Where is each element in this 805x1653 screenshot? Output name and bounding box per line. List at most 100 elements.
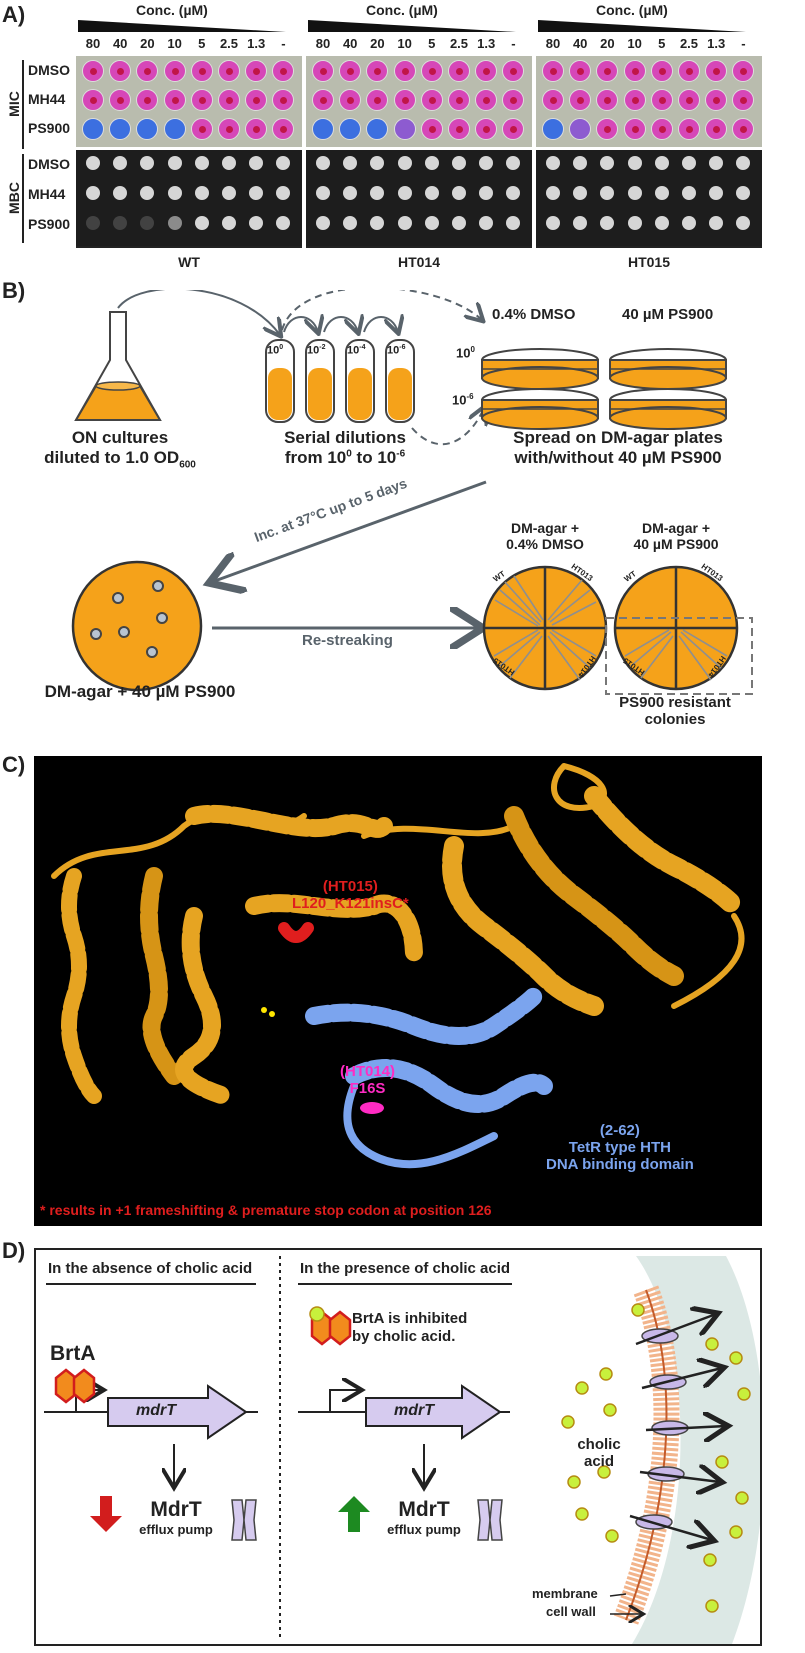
- protein-right-name: MdrT: [398, 1498, 450, 1521]
- mic-well: [502, 60, 525, 82]
- conc-label: 1.3: [247, 36, 266, 51]
- mbc-spot: [397, 186, 412, 200]
- down-arrow-icon: [90, 1496, 122, 1532]
- mic-well-spot: [253, 68, 261, 75]
- mbc-spot: [167, 216, 182, 230]
- mbc-row-label: MH44: [28, 186, 66, 202]
- mic-well: [650, 118, 673, 140]
- mic-well-spot: [280, 68, 288, 75]
- mic-well-spot: [253, 126, 261, 133]
- mic-well-spot: [604, 97, 612, 104]
- mbc-spot: [370, 186, 385, 200]
- mic-well: [678, 89, 700, 111]
- mbc-spot: [113, 156, 128, 170]
- mic-well: [272, 118, 295, 140]
- conc-label: 80: [85, 36, 101, 51]
- mic-well: [678, 60, 700, 82]
- conc-label: 10: [397, 36, 412, 51]
- tube-label-0: 100: [267, 344, 284, 357]
- mic-well: [475, 89, 498, 111]
- dilution-caption: Serial dilutions from 100 to 10-6: [250, 428, 440, 468]
- mic-well: [732, 89, 755, 111]
- conc-label: 2.5: [449, 36, 469, 51]
- mic-well-spot: [198, 97, 206, 104]
- mic-well: [339, 89, 362, 111]
- conc-label: 5: [198, 36, 206, 51]
- mbc-spot: [424, 186, 439, 200]
- mbc-spot: [654, 156, 669, 170]
- mic-well: [312, 89, 334, 111]
- mbc-plate: [76, 150, 302, 246]
- mbc-spot: [682, 186, 696, 200]
- mbc-spot: [506, 216, 521, 230]
- flask-icon: [74, 311, 162, 421]
- conc-label: 80: [315, 36, 331, 51]
- mic-well-spot: [374, 68, 382, 75]
- mic-well-spot: [658, 68, 666, 75]
- mbc-spot: [709, 186, 724, 200]
- strain-label: HT014: [397, 254, 441, 270]
- mic-well: [163, 89, 186, 111]
- mbc-spot: [654, 216, 669, 230]
- mic-well: [109, 60, 132, 82]
- colony-plate: [71, 560, 203, 692]
- mic-well-spot: [171, 97, 179, 104]
- pump-icon-right: [477, 1499, 503, 1541]
- mic-well: [245, 89, 268, 111]
- mic-well-spot: [713, 126, 721, 133]
- mic-well-spot: [374, 97, 382, 104]
- plate-head-ps900: 40 µM PS900: [622, 306, 714, 323]
- mic-well: [366, 118, 389, 140]
- concentration-wedge-icon: [78, 20, 286, 32]
- mic-well-spot: [713, 97, 721, 104]
- mbc-spot: [709, 216, 724, 230]
- protein-right-pump: efflux pump: [387, 1522, 461, 1537]
- mic-well: [136, 118, 159, 140]
- mbc-spot: [452, 216, 466, 230]
- up-arrow-icon: [338, 1496, 370, 1532]
- ht014-line-1: (HT014): [340, 1063, 396, 1080]
- mbc-spot: [316, 216, 330, 230]
- mic-well: [569, 89, 592, 111]
- gene-label-left: mdrT: [136, 1402, 176, 1419]
- mic-row-label: PS900: [28, 120, 71, 136]
- mic-well: [109, 89, 132, 111]
- tube-label-2: 10-4: [347, 344, 366, 357]
- streak-ps-caption: DM-agar + 40 µM PS900: [616, 520, 736, 552]
- mbc-plate: [536, 150, 762, 246]
- mic-well-spot: [90, 68, 97, 75]
- mic-well-spot: [144, 68, 152, 75]
- mbc-spot: [343, 216, 358, 230]
- mic-bracket: [22, 60, 24, 149]
- mbc-spot: [397, 156, 412, 170]
- mic-well-spot: [631, 97, 639, 104]
- mic-well-spot: [658, 97, 666, 104]
- mic-well: [596, 118, 619, 140]
- mic-well-spot: [658, 126, 666, 133]
- mbc-spot: [194, 186, 209, 200]
- mic-row-label: MH44: [28, 91, 66, 107]
- mic-well-spot: [428, 126, 436, 133]
- flask-caption-line-1: ON cultures: [71, 428, 169, 447]
- conc-label: 80: [545, 36, 561, 51]
- resistant-line-2: colonies: [644, 711, 706, 728]
- mic-well-spot: [510, 97, 518, 104]
- mbc-spot: [276, 156, 291, 170]
- mic-side-label: MIC: [6, 91, 22, 117]
- pump-icon-left: [231, 1499, 257, 1541]
- cholic-acid-label: cholic acid: [576, 1436, 622, 1470]
- plate-row-label-1: 100: [456, 345, 475, 361]
- mbc-side-label: MBC: [6, 182, 22, 214]
- presence-title: In the presence of cholic acid: [300, 1260, 511, 1277]
- mic-well: [393, 60, 416, 82]
- mic-well: [420, 89, 443, 111]
- mbc-spot: [222, 216, 236, 230]
- flask-caption-line-2: diluted to 1.0 OD600: [30, 448, 210, 470]
- domain-line-1: (2-62): [599, 1122, 640, 1139]
- conc-label: 10: [167, 36, 182, 51]
- ht015-label: (HT015) L120_K121insC*: [292, 878, 409, 912]
- mbc-spot: [600, 216, 615, 230]
- protein-left: MdrT efflux pump: [126, 1498, 226, 1537]
- mbc-spot: [316, 186, 330, 200]
- mbc-spot: [627, 156, 642, 170]
